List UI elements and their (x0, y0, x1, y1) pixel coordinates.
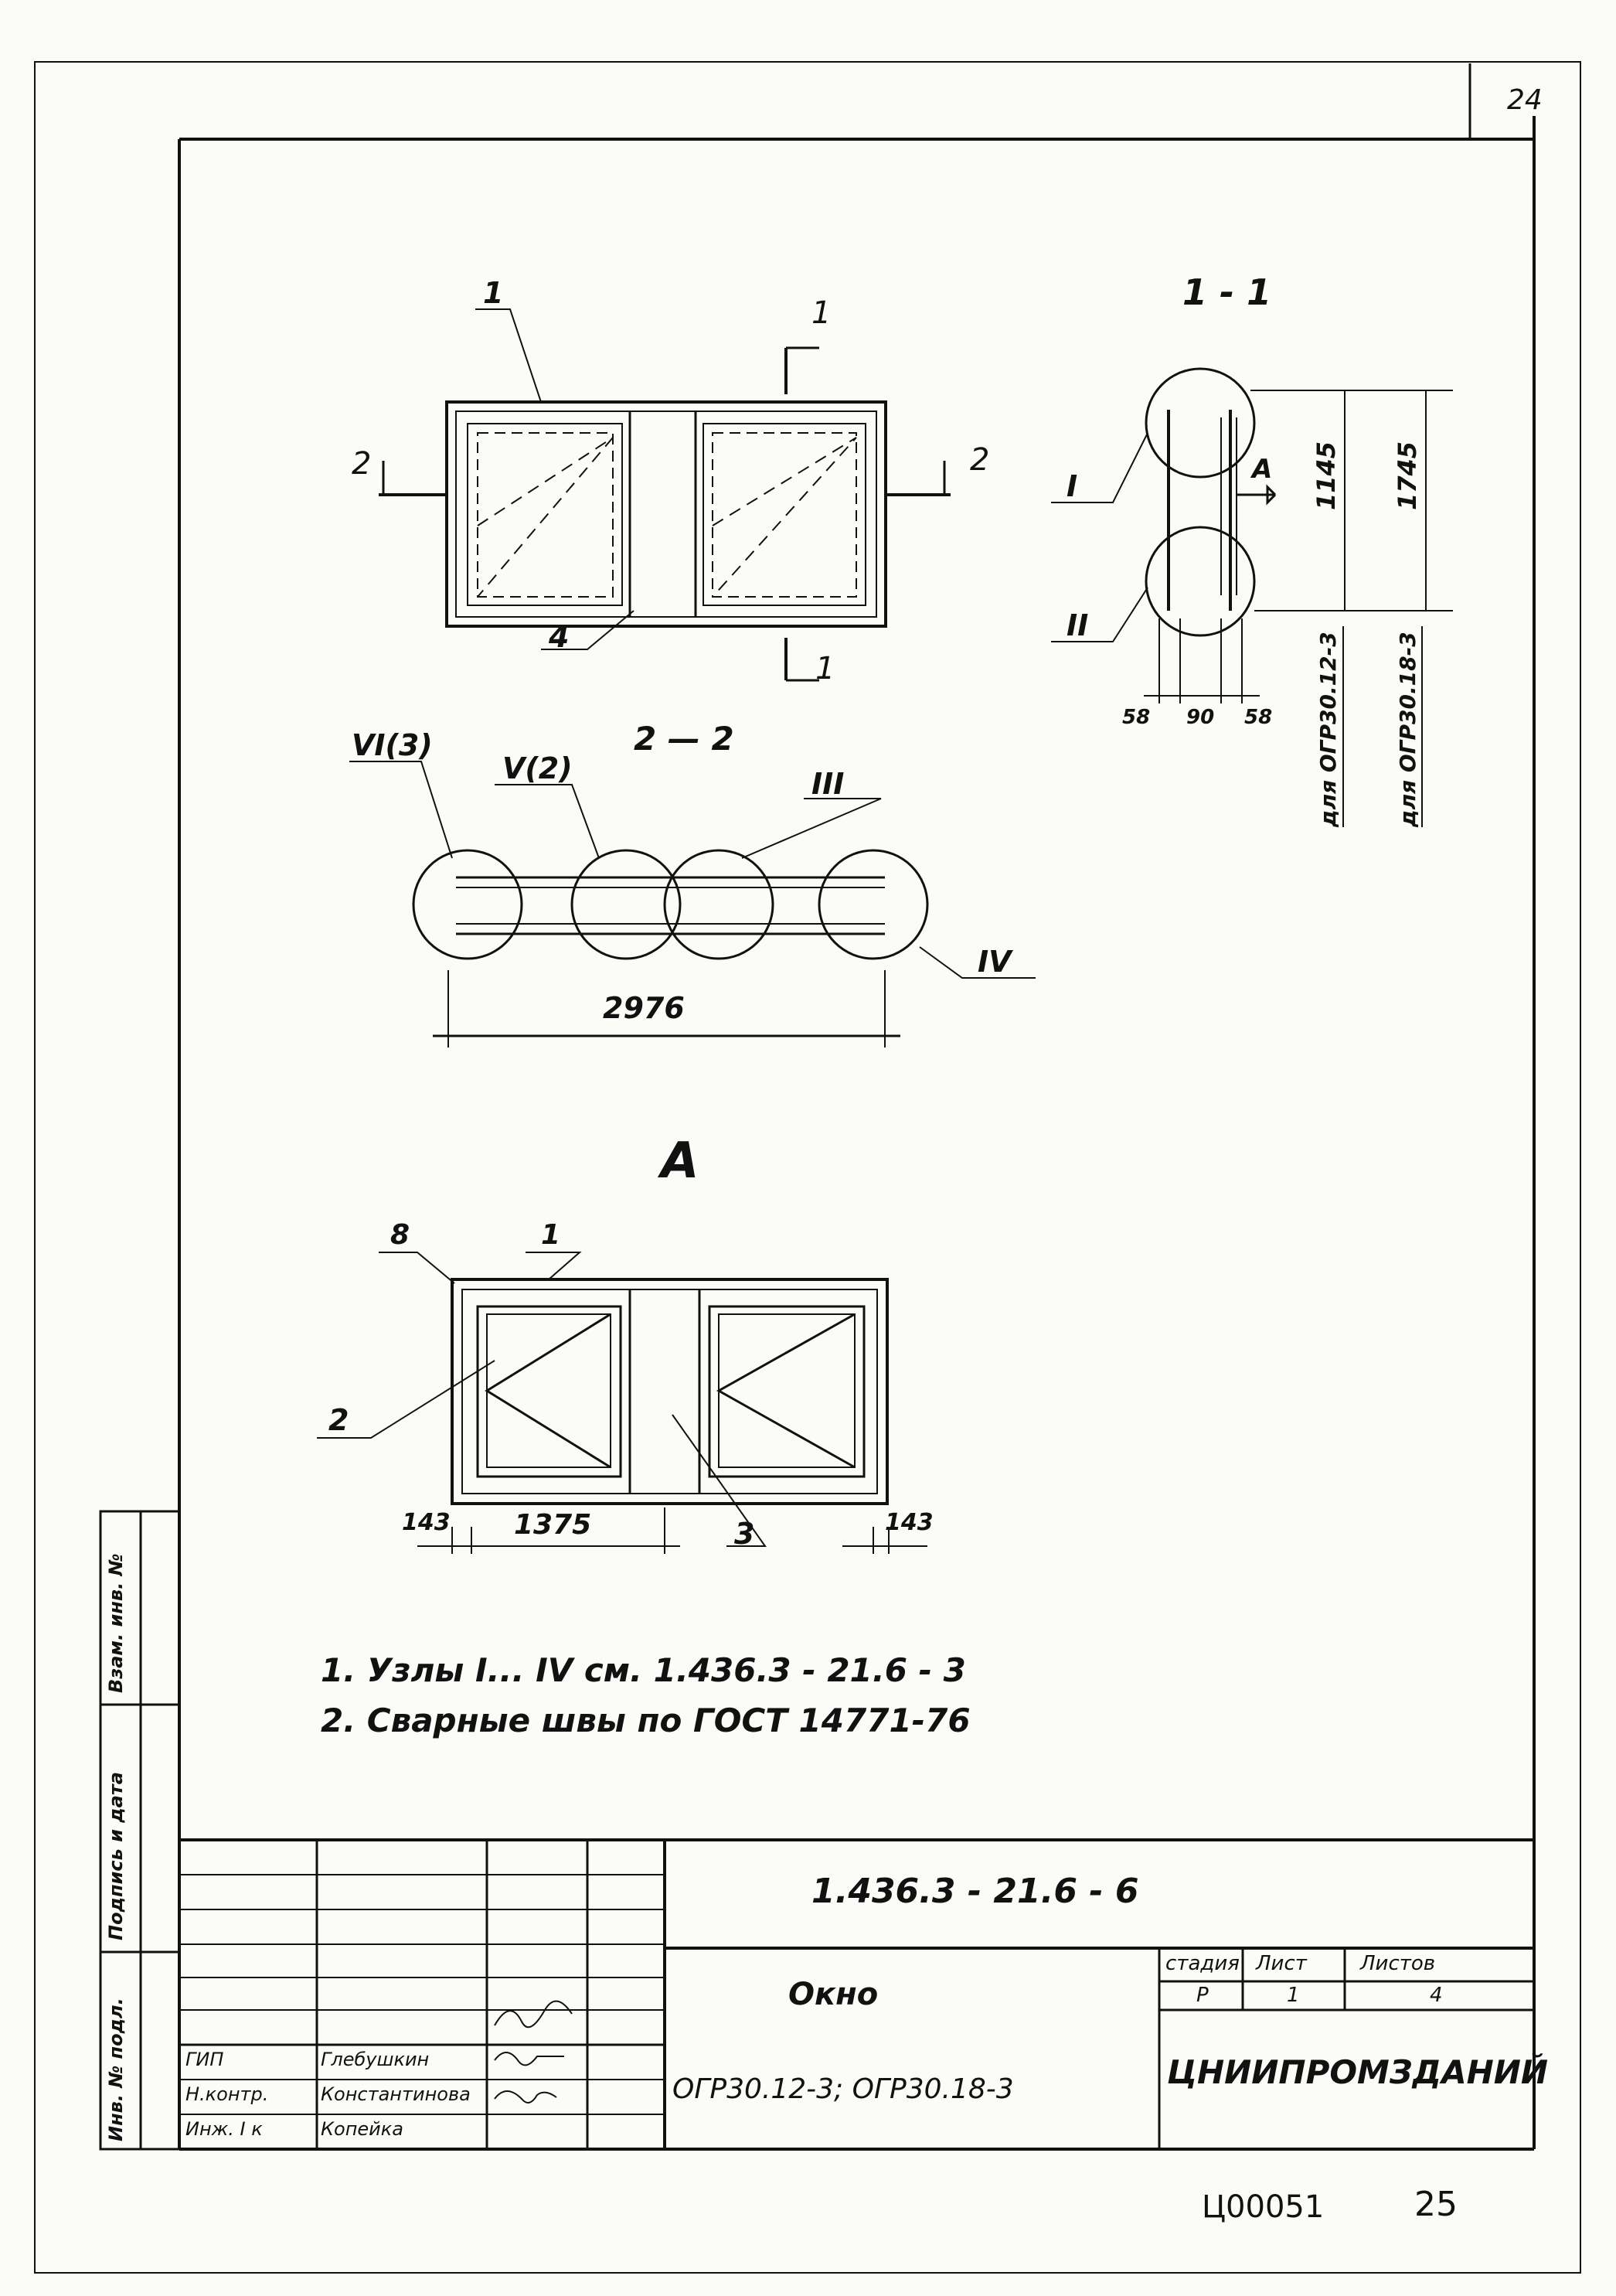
node-label-vi: VI(3) (352, 728, 433, 762)
organization: ЦНИИПРОМЗДАНИЙ (1167, 2053, 1549, 2091)
callout-4: 4 (549, 620, 570, 654)
callout-3: 3 (734, 1517, 755, 1551)
drawing-name: Окно (788, 1977, 879, 2012)
sheet-value: 1 (1287, 1984, 1300, 2007)
archive-page: 25 (1414, 2185, 1458, 2224)
label-for-ogr-30-18: для ОГР30.18-3 (1395, 632, 1420, 827)
dim-143-right: 143 (885, 1509, 934, 1536)
callout-1-top: 1 (483, 276, 504, 310)
archive-code: Ц00051 (1202, 2189, 1325, 2225)
label-for-ogr-30-12: для ОГР30.12-3 (1315, 632, 1341, 827)
sheets-value: 4 (1430, 1984, 1443, 2007)
node-label-ii: II (1067, 608, 1089, 642)
role-n-kontr: Н.контр. (185, 2083, 269, 2105)
node-label-iv: IV (978, 945, 1012, 979)
section-1-1 (1051, 367, 1453, 827)
sheets-header: Листов (1360, 1952, 1436, 1975)
stage-header: стадия (1165, 1952, 1240, 1975)
dim-58-left: 58 (1122, 706, 1151, 729)
sheet-number: 24 (1507, 84, 1543, 116)
dim-2976: 2976 (603, 991, 685, 1025)
main-elevation (379, 308, 951, 682)
name-n-kontr: Константинова (321, 2083, 471, 2105)
name-gip: Глебушкин (321, 2049, 430, 2070)
view-a-label: А (661, 1133, 699, 1190)
section-2-2 (349, 761, 1036, 1048)
signature-3 (494, 2090, 557, 2104)
cut-mark-1-bottom: 1 (815, 651, 835, 686)
signature-2 (494, 2052, 564, 2066)
dim-1745: 1745 (1393, 441, 1422, 510)
dim-143-left: 143 (402, 1509, 451, 1536)
signature-1 (494, 2000, 573, 2029)
cut-mark-1-top: 1 (811, 295, 832, 331)
cut-mark-2-right: 2 (970, 442, 990, 478)
sheet-header: Лист (1256, 1952, 1307, 1975)
dim-1145: 1145 (1312, 441, 1341, 510)
callout-8: 8 (390, 1219, 410, 1251)
view-a (317, 1252, 927, 1554)
node-label-i: I (1067, 469, 1078, 503)
dim-58-right: 58 (1244, 706, 1273, 729)
callout-1-view-a: 1 (541, 1219, 561, 1251)
signatures (494, 2000, 573, 2104)
role-engineer: Инж. I к (185, 2118, 263, 2140)
cut-mark-2-left: 2 (352, 446, 372, 482)
arrow-a-label: А (1252, 454, 1273, 485)
note-2: 2. Сварные швы по ГОСТ 14771-76 (321, 1702, 971, 1739)
dim-1375: 1375 (514, 1509, 592, 1541)
side-stamp-signature-date: Подпись и дата (105, 1772, 127, 1940)
node-label-v: V(2) (502, 751, 573, 785)
side-stamp-replaced-inv: Взам. инв. № (105, 1553, 127, 1693)
outer-border (34, 61, 1581, 2274)
section-1-1-label: 1 - 1 (1182, 271, 1272, 313)
drawing-name-sub: ОГР30.12-3; ОГР30.18-3 (672, 2073, 1014, 2105)
callout-2: 2 (328, 1403, 349, 1437)
name-engineer: Копейка (321, 2118, 403, 2140)
designation: 1.436.3 - 21.6 - 6 (811, 1872, 1139, 1911)
section-2-2-label: 2 — 2 (634, 720, 734, 758)
role-gip: ГИП (185, 2049, 224, 2070)
stage-value: Р (1196, 1984, 1209, 2007)
dim-90: 90 (1186, 706, 1215, 729)
side-stamp-inv-no: Инв. № подл. (105, 1998, 127, 2141)
node-label-iii: III (811, 767, 845, 801)
note-1: 1. Узлы I... IV см. 1.436.3 - 21.6 - 3 (321, 1651, 966, 1689)
